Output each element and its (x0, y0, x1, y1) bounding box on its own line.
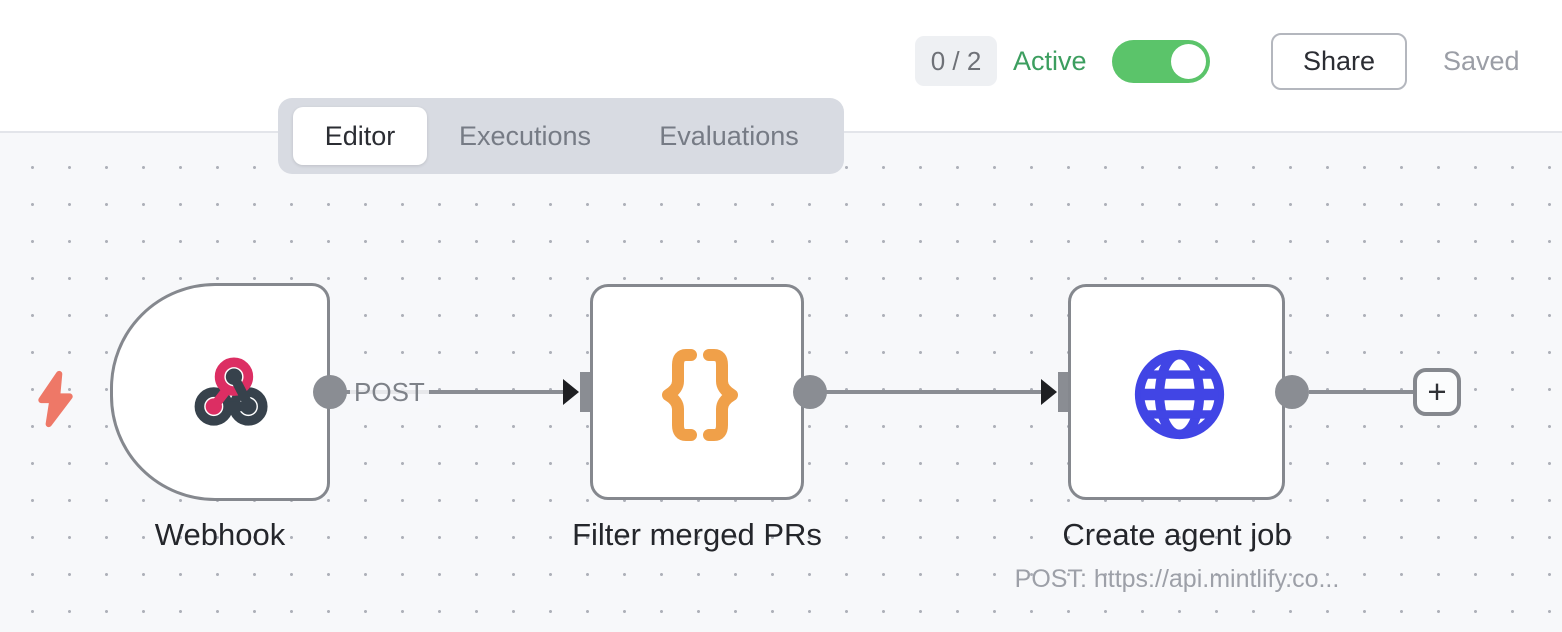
edge-arrow-icon (563, 379, 579, 405)
share-button[interactable]: Share (1271, 33, 1407, 90)
code-braces-icon (650, 345, 750, 445)
workflow-canvas[interactable]: POST (0, 133, 1562, 632)
node-subtitle-create: POST: https://api.mintlify.co... (1014, 565, 1340, 593)
edge-filter-to-create[interactable] (825, 390, 1045, 394)
globe-icon (1127, 342, 1232, 447)
edge-arrow-icon (1041, 379, 1057, 405)
node-label-webhook: Webhook (154, 517, 286, 552)
saved-status: Saved (1443, 46, 1520, 76)
node-filter-merged-prs[interactable] (590, 284, 804, 500)
edge-webhook-to-filter[interactable] (345, 390, 567, 394)
tab-editor[interactable]: Editor (293, 107, 427, 165)
add-node-button[interactable]: + (1413, 368, 1461, 416)
node-label-filter: Filter merged PRs (572, 517, 822, 552)
trigger-bolt-icon (30, 369, 80, 429)
create-output-connector[interactable] (1275, 375, 1309, 409)
tab-evaluations[interactable]: Evaluations (659, 121, 799, 151)
webhook-output-connector[interactable] (313, 375, 347, 409)
webhook-icon (185, 346, 281, 442)
edge-create-to-add[interactable] (1309, 390, 1417, 394)
active-toggle[interactable] (1112, 40, 1210, 83)
tab-executions[interactable]: Executions (458, 121, 592, 151)
view-tabbar: Editor Executions Evaluations (278, 98, 844, 174)
filter-output-connector[interactable] (793, 375, 827, 409)
toggle-knob (1171, 44, 1206, 79)
node-webhook[interactable] (110, 283, 330, 501)
node-create-agent-job[interactable] (1068, 284, 1285, 500)
edge-webhook-output-label: POST (350, 376, 429, 408)
issues-counter-badge[interactable]: 0 / 2 (915, 36, 997, 86)
active-label: Active (1013, 46, 1087, 76)
node-label-create: Create agent job (1062, 517, 1292, 552)
